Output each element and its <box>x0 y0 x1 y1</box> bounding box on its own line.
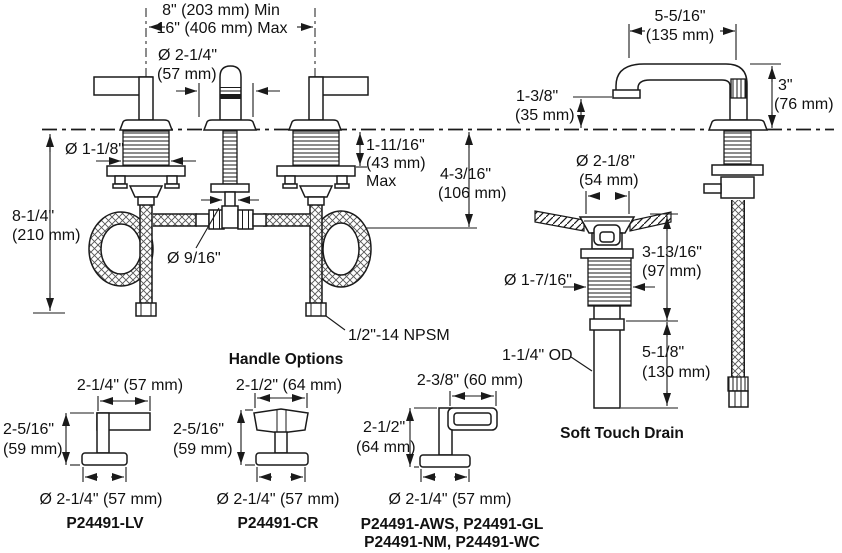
handle-option-cr-drawing <box>237 393 309 482</box>
spout-side-view <box>573 24 781 408</box>
spout-diameter-label-2: (57 mm) <box>157 66 217 83</box>
option-cr-model: P24491-CR <box>238 515 319 532</box>
option-aws-width-label: 2-3/8" (60 mm) <box>417 372 523 389</box>
supply-hose-right-loop <box>310 210 372 288</box>
spout-supply-side <box>703 130 764 408</box>
option-lv-model: P24491-LV <box>66 515 144 532</box>
drain-threaded-shank <box>587 257 632 307</box>
spout-height-label-1: 3" <box>778 77 793 94</box>
option-lv-base-label: Ø 2-1/4" (57 mm) <box>39 491 162 508</box>
spout-clearance-label-1: 1-3/8" <box>516 88 558 105</box>
tee-depth-label-2: (106 mm) <box>438 185 506 202</box>
spread-max-label: 16" (406 mm) Max <box>156 20 287 37</box>
front-view-dimensions <box>33 23 477 331</box>
drain-body-length-label-1: 3-13/16" <box>642 244 702 261</box>
option-lv-height-label-2: (59 mm) <box>3 441 63 458</box>
supply-hose-left-loop <box>88 211 154 287</box>
deck-thickness-label-2: (43 mm) <box>366 155 426 172</box>
spout-diameter-label-1: Ø 2-1/4" <box>158 47 217 64</box>
tailpiece-slip-ring <box>589 318 625 331</box>
handle-options-title: Handle Options <box>229 351 344 368</box>
supply-thread-label: 1/2"-14 NPSM <box>348 327 450 344</box>
faucet-front-view <box>88 65 372 317</box>
left-handle <box>93 76 174 131</box>
drain-locknut <box>580 248 634 259</box>
handle-option-lv-drawing <box>62 396 151 482</box>
riser-length-label-2: (210 mm) <box>12 227 80 244</box>
spout-reach-label-2: (135 mm) <box>646 27 714 44</box>
hose-end-fittings <box>135 302 327 317</box>
spout-dimensions <box>573 24 781 128</box>
drain-dimensions <box>563 191 678 409</box>
spout-outlet <box>612 89 641 99</box>
tailpiece-od-label: 1-1/4" OD <box>502 347 573 364</box>
tee-diameter-label: Ø 9/16" <box>167 250 221 267</box>
drain-shank-diameter-label: Ø 1-7/16" <box>504 272 572 289</box>
option-cr-width-label: 2-1/2" (64 mm) <box>236 377 342 394</box>
option-aws-height-label-1: 2-1/2" <box>363 419 405 436</box>
handle-option-aws-drawing <box>406 391 498 482</box>
drain-flange-diameter-label-1: Ø 2-1/8" <box>576 153 635 170</box>
center-spout <box>202 65 258 131</box>
riser-length-label-1: 8-1/4" <box>12 208 54 225</box>
drain-body-length-label-2: (97 mm) <box>642 263 702 280</box>
spout-shank-and-tee <box>195 130 267 230</box>
supply-hose-verticals <box>139 205 323 303</box>
spread-min-label: 8" (203 mm) Min <box>162 2 280 19</box>
handle-shank-diameter-label: Ø 1-1/8" <box>65 141 124 158</box>
left-valve-assembly <box>106 130 186 206</box>
spout-clearance-label-2: (35 mm) <box>515 107 575 124</box>
option-cr-height-label-2: (59 mm) <box>173 441 233 458</box>
spout-collar <box>730 78 747 99</box>
option-cr-height-label-1: 2-5/16" <box>173 421 224 438</box>
option-aws-models-1: P24491-AWS, P24491-GL <box>361 516 544 533</box>
right-handle <box>287 76 369 131</box>
spout-reach-label-1: 5-5/16" <box>654 8 705 25</box>
right-valve-assembly <box>276 130 356 206</box>
tailpiece-length-label-1: 5-1/8" <box>642 344 684 361</box>
labels: 8" (203 mm) Min 16" (406 mm) Max Ø 2-1/4… <box>3 2 834 551</box>
drain-caption: Soft Touch Drain <box>560 425 684 442</box>
soft-touch-drain-view <box>534 191 678 409</box>
option-lv-height-label-1: 2-5/16" <box>3 421 54 438</box>
deck-thickness-label-3: Max <box>366 173 396 190</box>
option-lv-width-label: 2-1/4" (57 mm) <box>77 377 183 394</box>
sink-cutaway-left <box>534 210 585 232</box>
tailpiece-length-label-2: (130 mm) <box>642 364 710 381</box>
option-aws-models-2: P24491-NM, P24491-WC <box>364 534 540 551</box>
drain-flange-diameter-label-2: (54 mm) <box>579 172 639 189</box>
option-aws-base-label: Ø 2-1/4" (57 mm) <box>388 491 511 508</box>
spout-height-label-2: (76 mm) <box>774 96 834 113</box>
sink-cutaway-right <box>629 211 672 232</box>
option-aws-height-label-2: (64 mm) <box>356 439 416 456</box>
option-cr-base-label: Ø 2-1/4" (57 mm) <box>216 491 339 508</box>
deck-thickness-label-1: 1-11/16" <box>366 137 425 154</box>
tee-depth-label-1: 4-3/16" <box>440 166 491 183</box>
